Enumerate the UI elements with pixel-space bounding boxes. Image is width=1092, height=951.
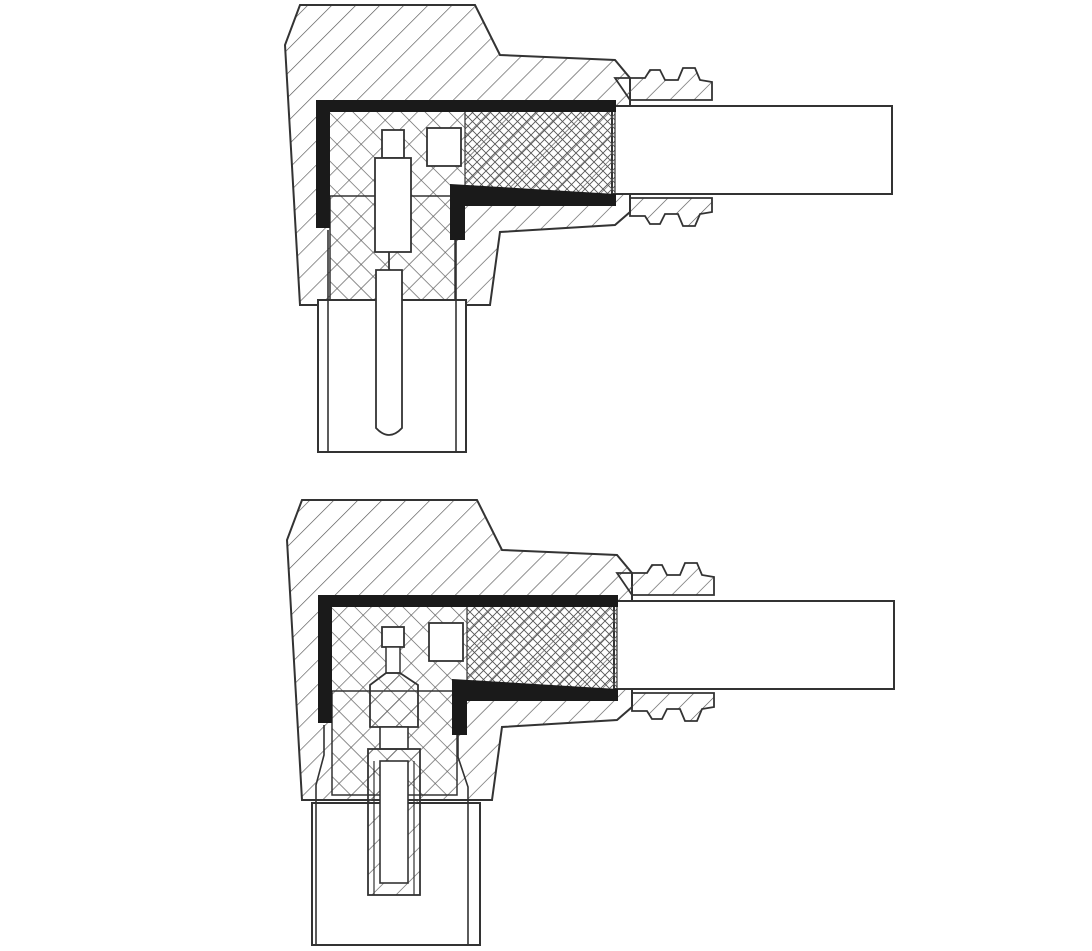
connector-view-top xyxy=(284,4,893,453)
connector-view-bottom xyxy=(286,499,895,946)
male-pin xyxy=(375,269,403,436)
contact-tip xyxy=(381,626,405,648)
contact-body xyxy=(374,157,412,253)
contact-tip xyxy=(381,129,405,159)
contact-body xyxy=(369,672,419,728)
